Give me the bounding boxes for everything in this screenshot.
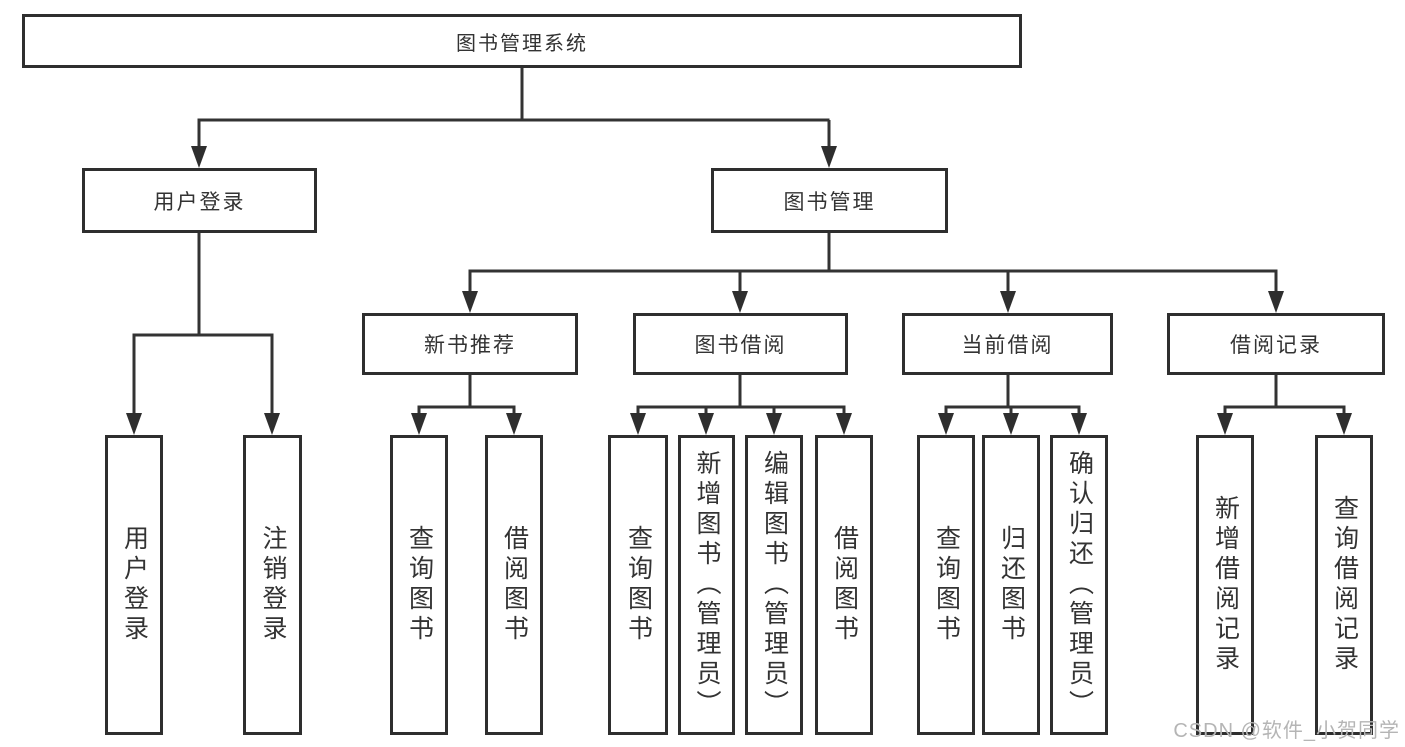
leaf-borrow-books-recommend: 借阅图书	[485, 435, 543, 735]
node-current-borrowing: 当前借阅	[902, 313, 1113, 375]
node-label: 确认归还（管理员）	[1065, 450, 1094, 720]
arrowhead	[630, 413, 646, 435]
connector-book-borrow	[636, 375, 846, 417]
connector-user-login	[132, 232, 274, 417]
leaf-borrow-books: 借阅图书	[815, 435, 873, 735]
node-library-management-system: 图书管理系统	[22, 14, 1022, 68]
node-label: 查询图书	[932, 525, 961, 645]
node-label: 借阅图书	[830, 525, 859, 645]
arrowhead	[1000, 291, 1016, 313]
arrowhead	[1336, 413, 1352, 435]
leaf-user-login: 用户登录	[105, 435, 163, 735]
arrowhead	[462, 291, 478, 313]
node-new-book-recommend: 新书推荐	[362, 313, 578, 375]
arrowhead	[732, 291, 748, 313]
leaf-query-borrow-record: 查询借阅记录	[1315, 435, 1373, 735]
leaf-return-book: 归还图书	[982, 435, 1040, 735]
node-label: 用户登录	[153, 190, 246, 214]
node-label: 借阅图书	[500, 525, 529, 645]
node-label: 查询借阅记录	[1330, 495, 1359, 675]
node-borrowing-records: 借阅记录	[1167, 313, 1385, 375]
leaf-query-books-borrow: 查询图书	[608, 435, 668, 735]
arrowhead	[766, 413, 782, 435]
leaf-query-books-current: 查询图书	[917, 435, 975, 735]
node-label: 查询图书	[405, 525, 434, 645]
arrowhead	[836, 413, 852, 435]
connector-root	[197, 68, 831, 150]
node-label: 图书管理	[783, 190, 876, 214]
arrowhead	[938, 413, 954, 435]
arrowhead	[191, 146, 207, 168]
node-label: 新增图书（管理员）	[693, 450, 721, 720]
leaf-edit-book-admin: 编辑图书（管理员）	[745, 435, 803, 735]
arrowhead	[126, 413, 142, 435]
arrowhead	[1071, 413, 1087, 435]
leaf-query-books-recommend: 查询图书	[390, 435, 448, 735]
leaf-logout-login: 注销登录	[243, 435, 302, 735]
node-label: 当前借阅	[961, 334, 1054, 357]
arrowhead	[1217, 413, 1233, 435]
arrowhead	[264, 413, 280, 435]
connector-new-book	[417, 375, 516, 417]
node-label: 借阅记录	[1230, 334, 1322, 357]
node-label: 归还图书	[997, 525, 1026, 645]
node-label: 新增借阅记录	[1211, 495, 1240, 675]
arrowhead	[1003, 413, 1019, 435]
connector-borrow-record	[1223, 375, 1346, 417]
leaf-add-book-admin: 新增图书（管理员）	[678, 435, 735, 735]
node-book-management: 图书管理	[711, 168, 948, 233]
node-book-borrowing: 图书借阅	[633, 313, 848, 375]
connector-book-management	[468, 233, 1278, 295]
node-label: 新书推荐	[424, 334, 516, 357]
node-label: 编辑图书（管理员）	[760, 450, 789, 720]
node-user-login: 用户登录	[82, 168, 317, 233]
connector-current-borrow	[944, 375, 1081, 417]
node-label: 注销登录	[259, 525, 287, 645]
connector-arrowheads	[126, 146, 1352, 435]
node-label: 用户登录	[120, 525, 149, 645]
arrowhead	[821, 146, 837, 168]
node-label: 查询图书	[624, 525, 653, 645]
node-label: 图书借阅	[694, 334, 787, 357]
node-label: 图书管理系统	[456, 32, 588, 55]
leaf-add-borrow-record: 新增借阅记录	[1196, 435, 1254, 735]
arrowhead	[506, 413, 522, 435]
leaf-confirm-return-admin: 确认归还（管理员）	[1050, 435, 1108, 735]
arrowhead	[1268, 291, 1284, 313]
arrowhead	[411, 413, 427, 435]
csdn-watermark: CSDN @软件_小贺同学	[1173, 720, 1400, 742]
arrowhead	[698, 413, 714, 435]
